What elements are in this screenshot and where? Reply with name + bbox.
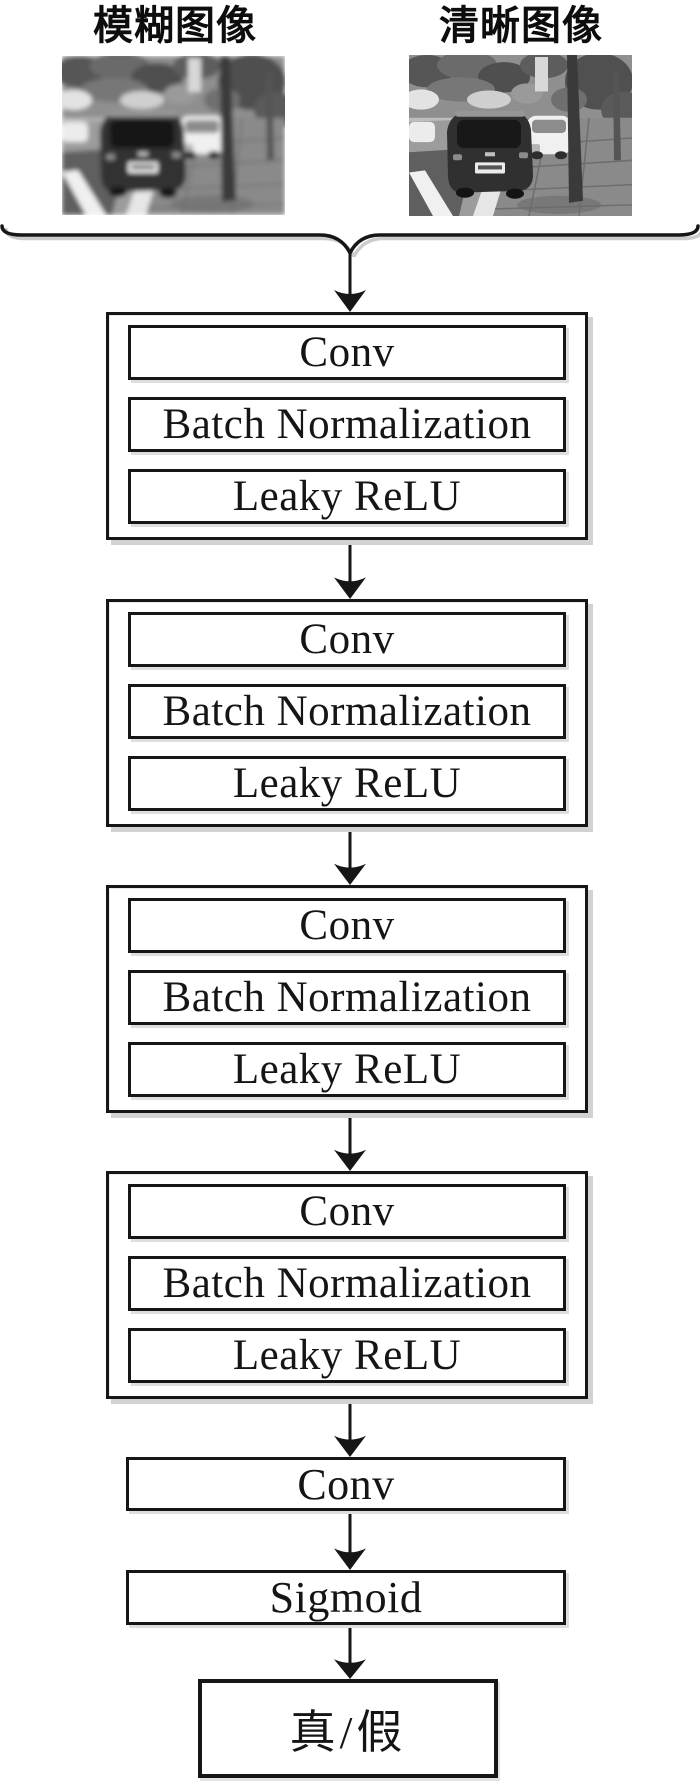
conv-block-4: Conv Batch Normalization Leaky ReLU xyxy=(106,1171,588,1399)
flow-arrow-block2-to-block3 xyxy=(330,827,370,885)
leaky-relu-layer: Leaky ReLU xyxy=(128,469,566,524)
flow-arrow-block4-to-conv xyxy=(330,1399,370,1457)
batch-normalization-layer: Batch Normalization xyxy=(128,684,566,739)
conv-block-3: Conv Batch Normalization Leaky ReLU xyxy=(106,885,588,1113)
conv-block-2: Conv Batch Normalization Leaky ReLU xyxy=(106,599,588,827)
conv-layer: Conv xyxy=(128,325,566,380)
flow-arrow-conv-to-sigmoid xyxy=(330,1511,370,1570)
leaky-relu-layer: Leaky ReLU xyxy=(128,1042,566,1097)
leaky-relu-layer: Leaky ReLU xyxy=(128,1328,566,1383)
leaky-relu-layer: Leaky ReLU xyxy=(128,756,566,811)
blurry-image xyxy=(62,56,285,215)
flow-arrow-block3-to-block4 xyxy=(330,1113,370,1171)
sharp-image-label: 清晰图像 xyxy=(439,4,603,48)
real-fake-output-box: 真/假 xyxy=(198,1679,498,1778)
conv-layer: Conv xyxy=(128,898,566,953)
blurry-image-label: 模糊图像 xyxy=(93,4,257,48)
sigmoid-box: Sigmoid xyxy=(126,1570,566,1625)
batch-normalization-layer: Batch Normalization xyxy=(128,397,566,452)
conv-layer: Conv xyxy=(128,1184,566,1239)
sharp-image xyxy=(409,55,632,216)
final-conv-box: Conv xyxy=(126,1457,566,1511)
flow-arrow-block1-to-block2 xyxy=(330,540,370,599)
conv-block-1: Conv Batch Normalization Leaky ReLU xyxy=(106,312,588,540)
flow-arrow-sigmoid-to-output xyxy=(330,1625,370,1679)
flow-arrow-inputs-to-block1 xyxy=(330,252,370,312)
batch-normalization-layer: Batch Normalization xyxy=(128,1256,566,1311)
batch-normalization-layer: Batch Normalization xyxy=(128,970,566,1025)
conv-layer: Conv xyxy=(128,612,566,667)
